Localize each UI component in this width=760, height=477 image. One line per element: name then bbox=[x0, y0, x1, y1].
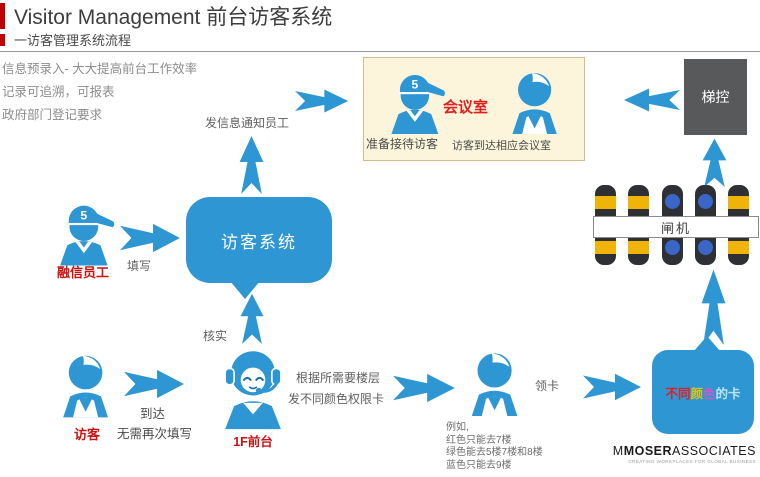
logo-text: MMOSERASSOCIATES bbox=[612, 444, 756, 458]
header-divider bbox=[0, 51, 760, 52]
title-accent-bar bbox=[0, 3, 5, 29]
employee-icon: 5 bbox=[50, 190, 122, 266]
arrow-bubble-to-gate bbox=[700, 267, 727, 345]
colored-card-label: 不同颜色的卡 bbox=[665, 386, 741, 401]
arrow-cardvisitor-to-bubble bbox=[583, 372, 643, 402]
issue-card-line2: 发不同颜色权限卡 bbox=[288, 392, 385, 406]
prepare-label: 准备接待访客 bbox=[366, 137, 439, 151]
issue-card-line1: 根据所需要楼层 bbox=[296, 371, 381, 385]
arrow-frontdesk-to-cardvisitor bbox=[393, 372, 457, 404]
visitor-label: 访客 bbox=[73, 427, 100, 442]
note-line: 绿色能去5楼7楼和8楼 bbox=[446, 447, 543, 458]
no-refill-label: 无需再次填写 bbox=[117, 427, 193, 441]
conference-room-box bbox=[363, 57, 585, 161]
arrow-visitor-to-frontdesk bbox=[124, 368, 186, 400]
colored-card-bubble: 不同颜色的卡 bbox=[652, 336, 754, 434]
conference-visitor-icon bbox=[500, 62, 572, 134]
bubble-tail bbox=[694, 336, 720, 351]
page-title: Visitor Management 前台访客系统 bbox=[14, 6, 333, 29]
svg-text:5: 5 bbox=[80, 208, 87, 222]
bullet-item: 记录可追溯，可报表 bbox=[2, 85, 115, 99]
gate-label-bar: 闸机 bbox=[593, 216, 759, 238]
verify-label: 核实 bbox=[203, 329, 228, 343]
employee-label: 融信员工 bbox=[56, 265, 109, 280]
logo-tagline: CREATING WORKPLACES FOR GLOBAL BUSINESS bbox=[628, 459, 756, 464]
arrow-employee-to-system bbox=[120, 222, 182, 254]
elevator-control-box: 梯控 bbox=[684, 59, 747, 135]
speech-tail bbox=[230, 281, 260, 299]
card-color-notes: 例如, 红色只能去7楼 绿色能去5楼7楼和8楼 蓝色只能去9楼 bbox=[446, 422, 543, 472]
note-line: 红色只能去7楼 bbox=[446, 434, 512, 446]
arrow-frontdesk-to-system bbox=[239, 292, 265, 344]
conference-room-label: 会议室 bbox=[443, 99, 489, 116]
bullet-list: 信息预录入- 大大提高前台工作效率 记录可追溯，可报表 政府部门登记要求 bbox=[2, 58, 197, 127]
visitor-system-label: 访客系统 bbox=[221, 232, 297, 252]
arrive-label: 到达 bbox=[140, 407, 166, 421]
arrow-gate-to-elevator bbox=[701, 137, 728, 187]
company-logo: MMOSERASSOCIATES CREATING WORKPLACES FOR… bbox=[613, 444, 756, 464]
card-visitor-icon bbox=[460, 342, 532, 416]
gate-label: 闸机 bbox=[660, 220, 691, 236]
fill-label: 填写 bbox=[127, 259, 152, 273]
visitor-system-box: 访客系统 bbox=[186, 197, 332, 299]
arrow-elevator-to-conference bbox=[622, 87, 680, 113]
note-line: 蓝色只能去9楼 bbox=[446, 459, 512, 471]
arrow-system-to-notify bbox=[238, 134, 265, 194]
visitor-icon bbox=[52, 344, 122, 418]
host-employee-icon: 5 bbox=[381, 60, 453, 134]
front-desk-operator-icon bbox=[212, 336, 294, 432]
bullet-item: 信息预录入- 大大提高前台工作效率 bbox=[2, 62, 198, 76]
arrow-notify-to-conference bbox=[295, 88, 350, 114]
front-desk-label: 1F前台 bbox=[233, 435, 273, 449]
arrive-room-label: 访客到达相应会议室 bbox=[452, 140, 551, 152]
turnstile-pillars bbox=[595, 185, 749, 265]
get-card-label: 领卡 bbox=[535, 379, 560, 393]
note-line: 例如, bbox=[446, 422, 469, 433]
notify-label: 发信息通知员工 bbox=[205, 116, 290, 130]
svg-text:5: 5 bbox=[412, 77, 419, 91]
bullet-item: 政府部门登记要求 bbox=[2, 108, 103, 122]
page-subtitle: 一访客管理系统流程 bbox=[14, 33, 132, 48]
subtitle-accent-bar bbox=[0, 34, 5, 46]
